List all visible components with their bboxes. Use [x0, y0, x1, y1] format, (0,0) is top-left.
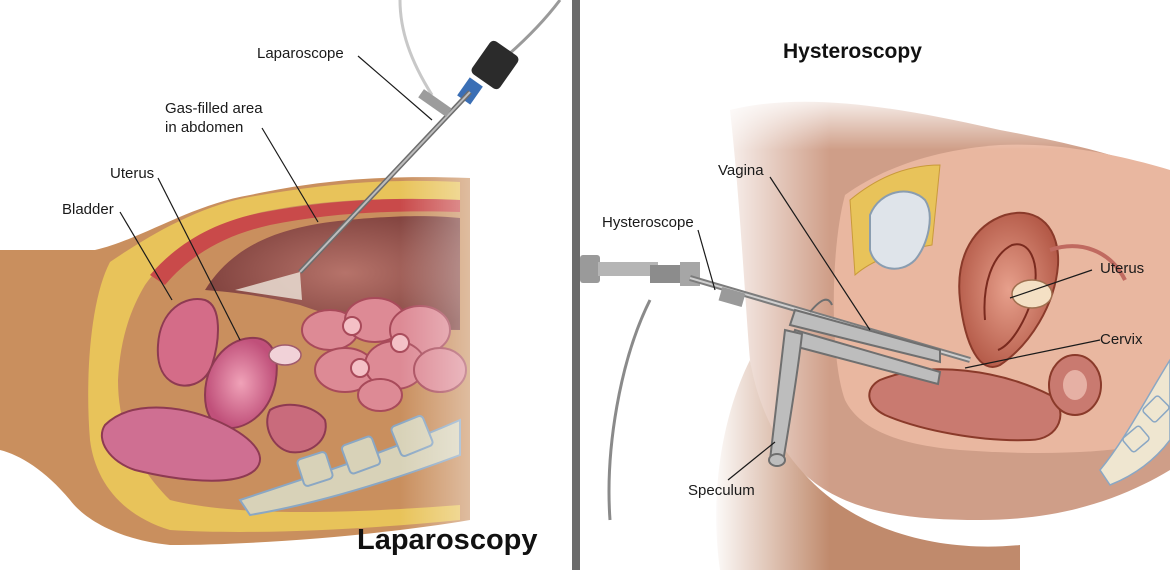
- hysteroscopy-title: Hysteroscopy: [783, 40, 922, 63]
- label-cervix: Cervix: [1100, 331, 1143, 348]
- hysteroscopy-panel: Hysteroscopy Vagina Hysteroscope Uterus …: [580, 0, 1170, 570]
- leader-lines: [119, 55, 433, 341]
- fat-layer: [88, 180, 461, 532]
- spine-right: [1099, 358, 1170, 486]
- label-uterus-left: Uterus: [110, 165, 155, 182]
- laparoscopy-panel: Laparoscope Gas-filled area in abdomen U…: [0, 0, 572, 570]
- label-bladder: Bladder: [62, 201, 114, 218]
- rectum: [100, 406, 261, 482]
- bladder-right: [869, 190, 931, 270]
- label-laparoscope: Laparoscope: [257, 45, 344, 62]
- label-gas-filled-area: Gas-filled area: [165, 100, 263, 117]
- laparoscopy-title: Laparoscopy: [357, 524, 538, 556]
- laparoscopy-illustration: [0, 0, 572, 550]
- panel-divider: [572, 0, 580, 570]
- colon-loop: [266, 403, 327, 454]
- gas-cavity: [205, 216, 460, 330]
- label-speculum: Speculum: [688, 482, 755, 499]
- label-vagina: Vagina: [718, 162, 764, 179]
- hysteroscopy-illustration: [580, 90, 1170, 570]
- rectum-right: [868, 368, 1062, 442]
- label-uterus-right: Uterus: [1100, 260, 1145, 277]
- label-hysteroscope: Hysteroscope: [602, 214, 694, 231]
- label-in-abdomen: in abdomen: [165, 119, 244, 136]
- leader-lines-right: [697, 176, 1101, 481]
- laparoscope-instrument: [235, 0, 562, 300]
- bladder-organ: [156, 298, 219, 387]
- speculum-instrument: [768, 298, 942, 467]
